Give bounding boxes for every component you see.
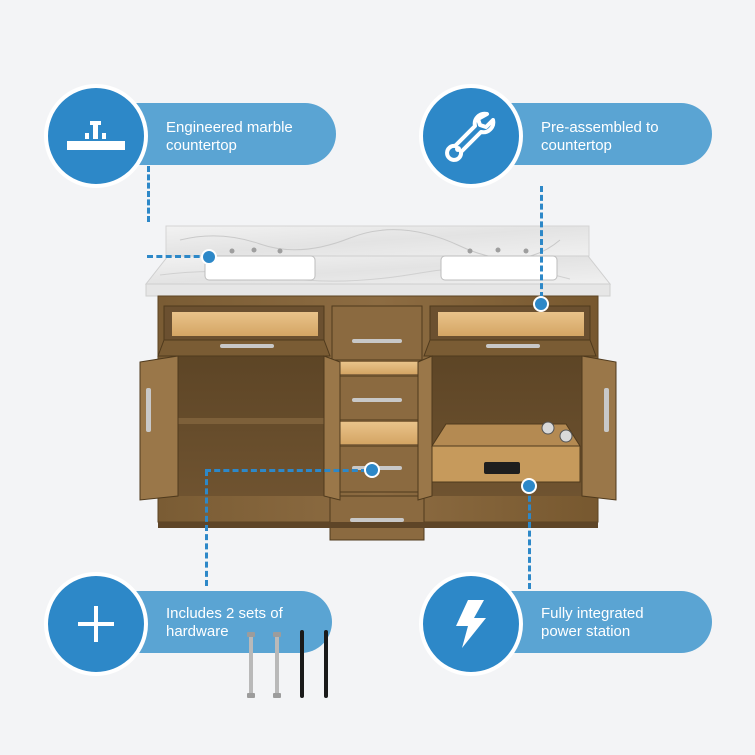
feature-hardware-badge xyxy=(44,572,148,676)
feature-preassembled-line2: countertop xyxy=(541,137,612,154)
wrench-icon xyxy=(445,111,496,162)
marker-countertop xyxy=(201,249,217,265)
feature-countertop-text: Engineered marble countertop xyxy=(166,119,293,155)
callout-line-power xyxy=(528,487,531,589)
hardware-pull-nickel-2 xyxy=(275,632,279,698)
callout-line-hardware-h xyxy=(205,469,367,472)
marker-hardware xyxy=(364,462,380,478)
feature-power-badge xyxy=(419,572,523,676)
feature-hardware-line1: Includes 2 sets of xyxy=(166,605,283,622)
feature-power-line1: Fully integrated xyxy=(541,605,644,622)
plus-icon xyxy=(78,606,114,642)
hardware-pull-nickel-1 xyxy=(249,632,253,698)
left-door xyxy=(139,355,179,501)
callout-line-preassembled xyxy=(540,186,543,298)
marker-preassembled xyxy=(533,296,549,312)
lightning-icon xyxy=(456,600,486,648)
power-station-drawer xyxy=(431,423,581,447)
right-door xyxy=(581,355,617,501)
feature-power-line2: power station xyxy=(541,623,631,640)
hardware-pull-black-2 xyxy=(324,630,328,698)
feature-preassembled-line1: Pre-assembled to xyxy=(541,119,659,136)
right-sink xyxy=(440,255,558,281)
feature-hardware-line2: hardware xyxy=(166,623,229,640)
callout-line-countertop-v xyxy=(147,166,150,222)
feature-preassembled-text: Pre-assembled to countertop xyxy=(541,119,659,155)
left-sink xyxy=(204,255,316,281)
hardware-samples xyxy=(247,630,328,698)
callout-line-hardware-v xyxy=(205,470,208,586)
feature-countertop-line1: Engineered marble xyxy=(166,119,293,136)
callout-line-countertop-h xyxy=(147,255,209,258)
feature-countertop-line2: countertop xyxy=(166,137,237,154)
countertop-icon xyxy=(67,121,125,150)
marker-power xyxy=(521,478,537,494)
feature-power-text: Fully integrated power station xyxy=(541,605,644,641)
feature-countertop-badge xyxy=(44,84,148,188)
feature-preassembled-badge xyxy=(419,84,523,188)
feature-hardware-text: Includes 2 sets of hardware xyxy=(166,605,283,641)
hardware-pull-black-1 xyxy=(300,630,304,698)
